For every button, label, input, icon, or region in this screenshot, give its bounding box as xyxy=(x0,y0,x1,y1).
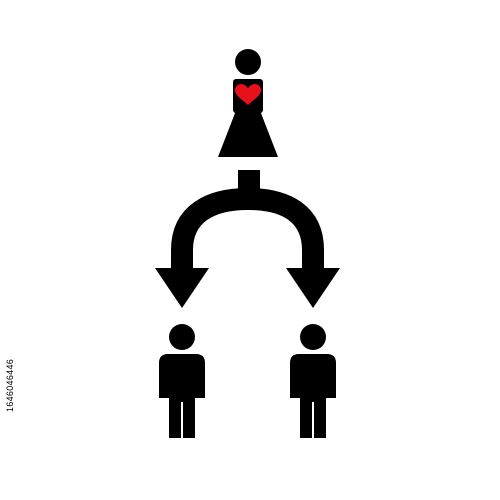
split-arrow-stem xyxy=(238,170,260,190)
woman-icon xyxy=(218,49,278,157)
man-right-leg-gap xyxy=(312,402,314,438)
man-right-head xyxy=(300,324,326,350)
man-right-body xyxy=(290,354,336,438)
man-icon-left xyxy=(159,324,205,438)
woman-head xyxy=(235,49,261,75)
man-left-leg-gap xyxy=(181,402,183,438)
heart-icon xyxy=(235,84,261,105)
split-arrow-icon xyxy=(155,170,340,308)
left-arrowhead xyxy=(155,268,209,308)
right-arrowhead xyxy=(286,268,340,308)
woman-skirt xyxy=(218,108,278,157)
stock-id-label: 1646046446 xyxy=(2,300,18,500)
split-arrow-arc xyxy=(171,187,324,268)
man-left-body xyxy=(159,354,205,438)
stock-id-text: 1646046446 xyxy=(5,358,15,412)
man-icon-right xyxy=(290,324,336,438)
man-left-head xyxy=(169,324,195,350)
